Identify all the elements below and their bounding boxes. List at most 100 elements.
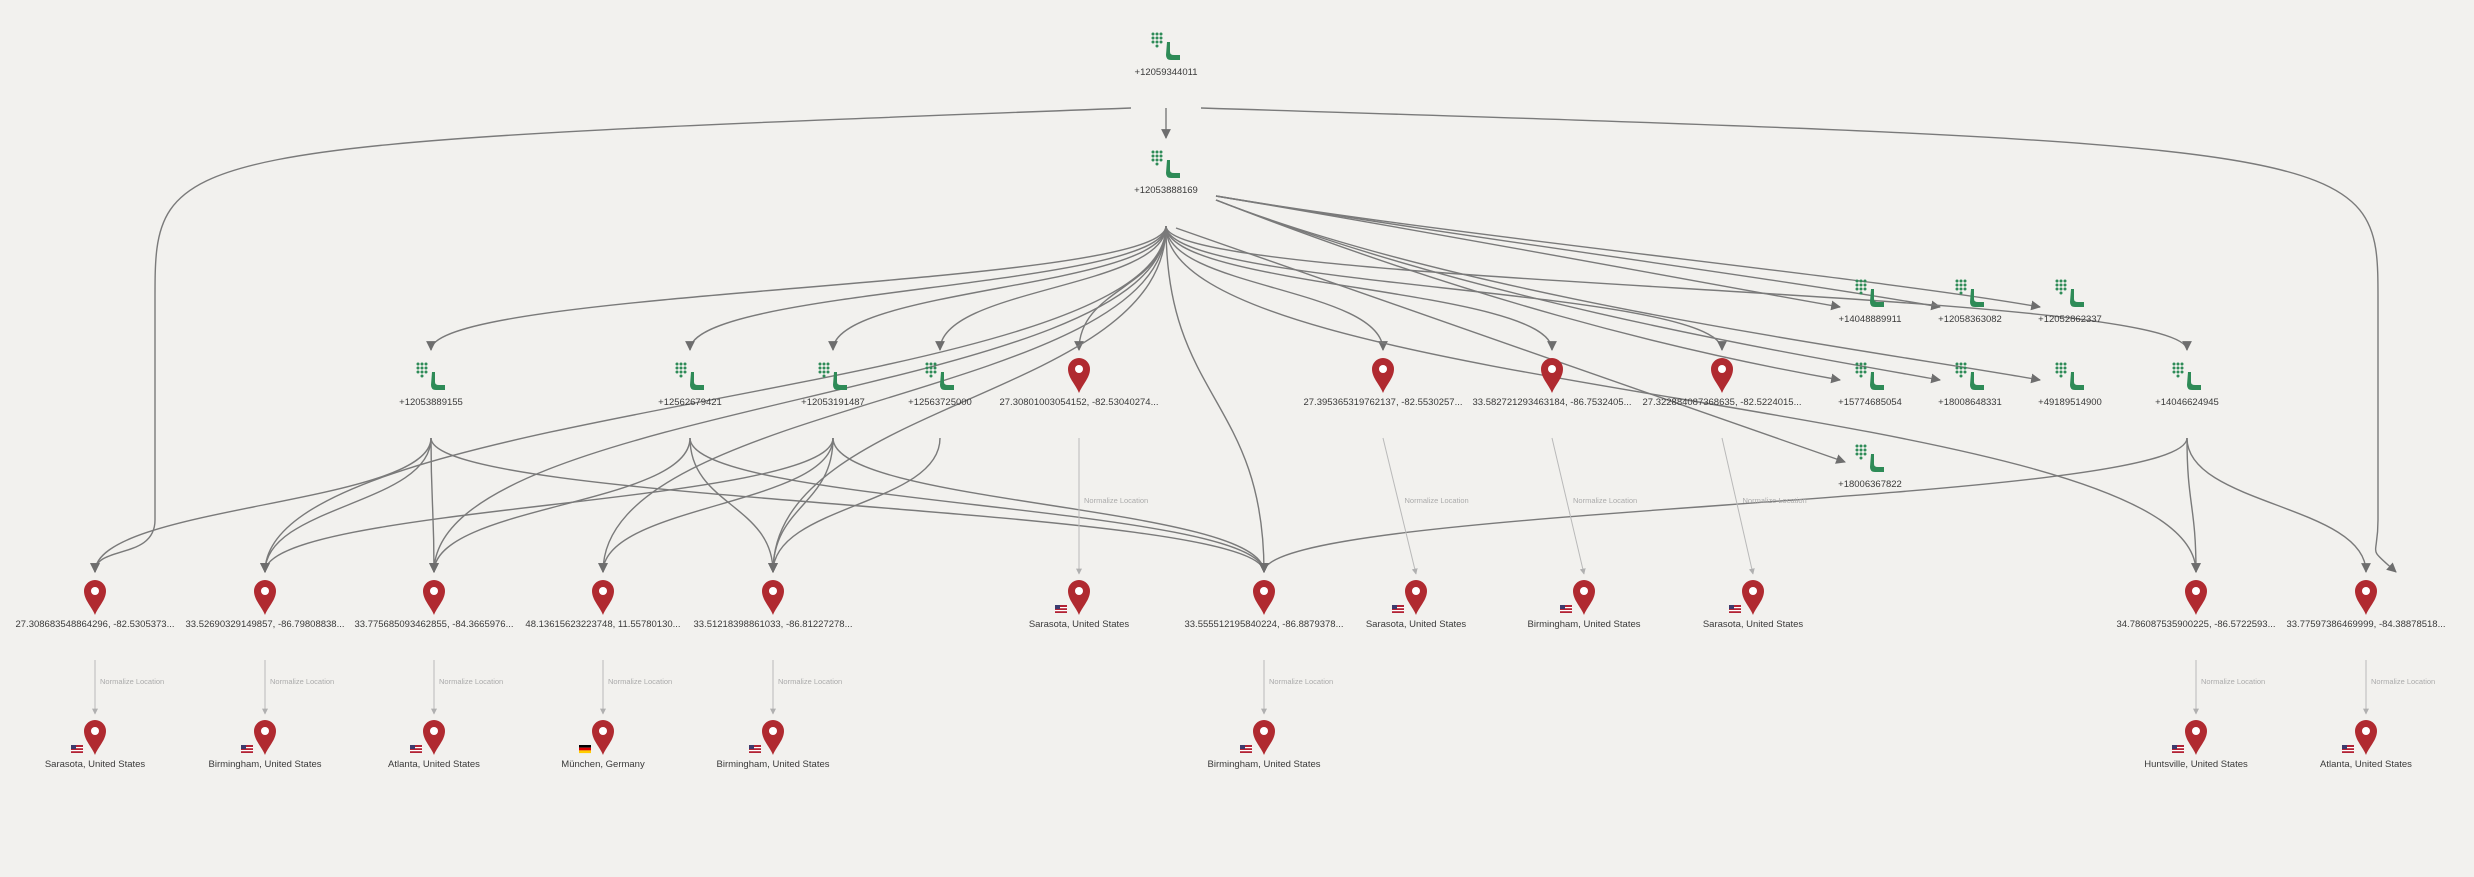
graph-node-place[interactable]: Huntsville, United States bbox=[2144, 720, 2248, 770]
graph-node-place[interactable]: Birmingham, United States bbox=[717, 720, 830, 770]
map-pin-icon bbox=[1541, 358, 1563, 393]
graph-node-coord[interactable]: 33.582721293463184, -86.7532405... bbox=[1472, 358, 1632, 408]
link-edge[interactable] bbox=[1259, 437, 2188, 573]
graph-node-coord[interactable]: 33.77597386469999, -84.38878518... bbox=[2286, 580, 2446, 630]
link-edge[interactable] bbox=[429, 225, 1167, 573]
link-edge[interactable] bbox=[260, 225, 1167, 573]
node-label: 33.582721293463184, -86.7532405... bbox=[1472, 397, 1631, 408]
link-edge[interactable] bbox=[260, 437, 834, 573]
link-edge[interactable] bbox=[598, 437, 834, 573]
link-edge[interactable] bbox=[598, 225, 1167, 573]
node-label: Sarasota, United States bbox=[45, 759, 146, 770]
node-label: 27.395365319762137, -82.5530257... bbox=[1303, 397, 1462, 408]
node-label: Birmingham, United States bbox=[1208, 759, 1321, 770]
graph-node-phone[interactable]: +12058363082 bbox=[1938, 279, 2002, 326]
graph-node-place[interactable]: Atlanta, United States bbox=[388, 720, 480, 770]
link-edge[interactable] bbox=[1074, 225, 1167, 351]
link-edge[interactable] bbox=[768, 225, 1167, 573]
graph-node-coord[interactable]: 27.30801003054152, -82.53040274... bbox=[999, 358, 1159, 408]
graph-node-place[interactable]: München, Germany bbox=[561, 720, 645, 770]
link-edge[interactable] bbox=[1165, 225, 1269, 573]
link-edge[interactable] bbox=[1215, 199, 1941, 384]
link-edge[interactable] bbox=[1215, 195, 1941, 311]
graph-node-phone[interactable]: +12563725000 bbox=[908, 362, 972, 409]
graph-node-coord[interactable]: 48.13615623223748, 11.55780130... bbox=[525, 580, 681, 630]
link-edge[interactable] bbox=[1165, 225, 1388, 351]
graph-node-place[interactable]: Sarasota, United States bbox=[1029, 580, 1130, 630]
graph-node-coord[interactable]: 34.786087535900225, -86.5722593... bbox=[2116, 580, 2276, 630]
link-edge[interactable] bbox=[1175, 227, 1846, 464]
link-edge[interactable] bbox=[1215, 195, 2041, 311]
graph-node-coord[interactable]: 33.52690329149857, -86.79808838... bbox=[185, 580, 345, 630]
graph-node-coord[interactable]: 33.775685093462855, -84.3665976... bbox=[354, 580, 514, 630]
phone-dialpad-icon bbox=[1855, 279, 1884, 307]
graph-node-place[interactable]: Birmingham, United States bbox=[209, 720, 322, 770]
normalize-edge[interactable] bbox=[1382, 437, 1418, 575]
link-edge[interactable] bbox=[1165, 225, 1557, 351]
graph-node-phone[interactable]: +12053889155 bbox=[399, 362, 463, 409]
graph-node-place[interactable]: Sarasota, United States bbox=[45, 720, 146, 770]
graph-node-place[interactable]: Sarasota, United States bbox=[1703, 580, 1804, 630]
map-pin-icon bbox=[1068, 358, 1090, 393]
graph-node-phone[interactable]: +12059344011 bbox=[1135, 32, 1198, 79]
link-edge[interactable] bbox=[426, 225, 1167, 351]
link-edge[interactable] bbox=[832, 437, 1269, 573]
graph-node-phone[interactable]: +14048889911 bbox=[1839, 279, 1902, 326]
phone-dialpad-icon bbox=[1855, 362, 1884, 390]
graph-node-phone[interactable]: +18008648331 bbox=[1938, 362, 2002, 409]
graph-node-phone[interactable]: +18006367822 bbox=[1838, 444, 1902, 491]
link-edge[interactable] bbox=[90, 107, 1132, 573]
link-edge[interactable] bbox=[1165, 225, 2201, 573]
normalize-edge-label: Normalize Location bbox=[1743, 496, 1807, 505]
link-edge[interactable] bbox=[429, 437, 691, 573]
link-edge[interactable] bbox=[689, 437, 1269, 573]
map-pin-icon bbox=[2185, 720, 2207, 755]
graph-node-place[interactable]: Birmingham, United States bbox=[1208, 720, 1321, 770]
graph-node-coord[interactable]: 27.395365319762137, -82.5530257... bbox=[1303, 358, 1463, 408]
link-edge[interactable] bbox=[689, 437, 778, 573]
link-edge[interactable] bbox=[935, 225, 1167, 351]
link-edge[interactable] bbox=[1215, 199, 1841, 384]
link-edge[interactable] bbox=[90, 437, 432, 573]
graph-node-phone[interactable]: +15774685054 bbox=[1838, 362, 1902, 409]
graph-node-phone[interactable]: +49189514900 bbox=[2038, 362, 2102, 409]
phone-dialpad-icon bbox=[1855, 444, 1884, 472]
link-edge[interactable] bbox=[2186, 437, 2201, 573]
graph-node-coord[interactable]: 33.51218398861033, -86.81227278... bbox=[693, 580, 853, 630]
map-pin-icon bbox=[592, 580, 614, 615]
graph-node-phone[interactable]: +12562679421 bbox=[658, 362, 722, 409]
node-label: +18008648331 bbox=[1938, 397, 2002, 408]
graph-node-place[interactable]: Birmingham, United States bbox=[1528, 580, 1641, 630]
node-label: +12058363082 bbox=[1938, 314, 2002, 325]
node-label: +49189514900 bbox=[2038, 397, 2102, 408]
graph-node-place[interactable]: Sarasota, United States bbox=[1366, 580, 1467, 630]
normalize-edge-label: Normalize Location bbox=[1084, 496, 1148, 505]
graph-node-coord[interactable]: 27.322884087368635, -82.5224015... bbox=[1642, 358, 1802, 408]
normalize-edge-label: Normalize Location bbox=[270, 677, 334, 686]
link-edge[interactable] bbox=[429, 437, 439, 573]
link-edge[interactable] bbox=[1200, 107, 2397, 573]
node-label: 33.51218398861033, -86.81227278... bbox=[693, 619, 852, 630]
link-edge[interactable] bbox=[260, 437, 432, 573]
link-edge[interactable] bbox=[828, 225, 1167, 351]
graph-node-place[interactable]: Atlanta, United States bbox=[2320, 720, 2412, 770]
normalize-edge[interactable] bbox=[1721, 437, 1755, 575]
graph-node-phone[interactable]: +12053191487 bbox=[801, 362, 865, 409]
graph-node-phone[interactable]: +12052862337 bbox=[2038, 279, 2102, 326]
graph-node-phone[interactable]: +14046624945 bbox=[2155, 362, 2219, 409]
link-edge[interactable] bbox=[768, 437, 834, 573]
link-edge[interactable] bbox=[1215, 199, 2041, 384]
graph-node-coord[interactable]: 27.308683548864296, -82.5305373... bbox=[15, 580, 175, 630]
link-edge[interactable] bbox=[1165, 225, 1727, 351]
graph-node-coord[interactable]: 33.555512195840224, -86.8879378... bbox=[1184, 580, 1344, 630]
normalize-edge[interactable] bbox=[1551, 437, 1586, 575]
graph-node-phone[interactable]: +12053888169 bbox=[1134, 150, 1198, 197]
link-edge[interactable] bbox=[430, 437, 1269, 573]
link-edge[interactable] bbox=[1215, 195, 1841, 311]
link-edge[interactable] bbox=[685, 225, 1167, 351]
link-edge[interactable] bbox=[2186, 437, 2371, 573]
link-edge[interactable] bbox=[1165, 225, 2192, 351]
us-flag-icon bbox=[1729, 605, 1741, 613]
link-edge[interactable] bbox=[768, 437, 941, 573]
